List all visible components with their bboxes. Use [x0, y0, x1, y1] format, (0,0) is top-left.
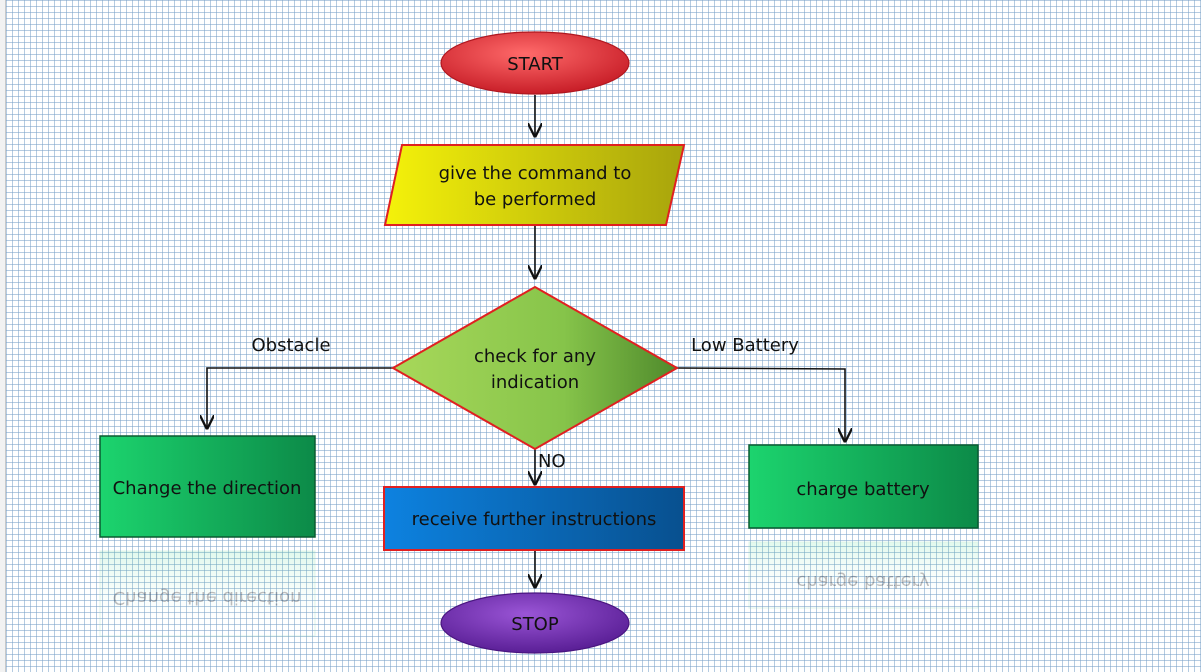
receive-instructions-node[interactable]: receive further instructions	[383, 486, 685, 551]
command-label-line1: give the command to	[439, 163, 632, 184]
change-direction-node[interactable]: Change the direction	[99, 435, 316, 538]
charge-battery-reflection-text: charge battery	[796, 571, 930, 592]
start-label: START	[507, 54, 564, 75]
stop-label: STOP	[511, 614, 559, 635]
change-direction-reflection-text: Change the direction	[113, 587, 302, 608]
change-direction-reflection: Change the direction	[99, 550, 316, 637]
command-node[interactable]: give the command to be performed	[383, 144, 686, 226]
arrow-decision-to-charge-battery	[676, 367, 845, 441]
command-label-line2: be performed	[474, 189, 597, 210]
canvas-left-border	[0, 0, 6, 672]
edge-label-low-battery: Low Battery	[691, 335, 799, 356]
decision-node[interactable]: check for any indication	[390, 285, 680, 451]
change-direction-label: Change the direction	[113, 478, 302, 499]
charge-battery-reflection: charge battery	[748, 541, 979, 609]
stop-node[interactable]: STOP	[440, 592, 630, 654]
arrow-decision-to-change-direction	[207, 367, 393, 428]
edge-label-no: NO	[538, 451, 566, 472]
receive-instructions-label: receive further instructions	[412, 509, 657, 530]
charge-battery-node[interactable]: charge battery	[748, 444, 979, 529]
start-node[interactable]: START	[440, 31, 630, 95]
decision-label-line2: indication	[491, 372, 579, 393]
connectors	[207, 95, 845, 587]
charge-battery-label: charge battery	[796, 479, 930, 500]
edge-label-obstacle: Obstacle	[251, 335, 330, 356]
decision-label-line1: check for any	[474, 346, 596, 367]
